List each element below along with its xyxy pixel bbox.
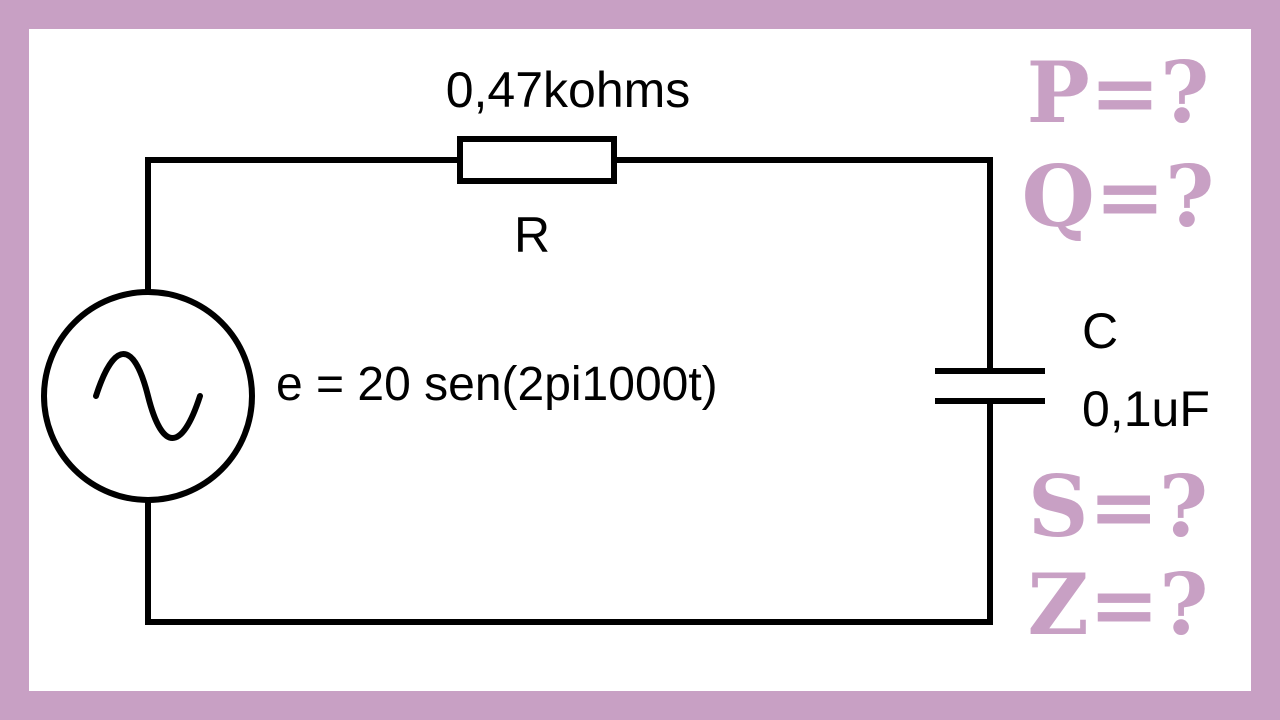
question-apparent-s: S=? — [1028, 457, 1208, 556]
ac-source-icon — [41, 289, 255, 503]
sine-wave-icon — [93, 351, 203, 441]
resistor-icon — [457, 136, 617, 184]
resistor-value-label: 0,47kohms — [446, 62, 691, 118]
question-reactive-q: Q=? — [1022, 147, 1215, 246]
diagram-panel — [29, 29, 1251, 691]
question-impedance-z: Z=? — [1028, 555, 1209, 654]
resistor-name-label: R — [514, 207, 550, 263]
question-power-p: P=? — [1027, 43, 1210, 142]
capacitor-icon — [935, 368, 1045, 404]
capacitor-value-label: 0,1uF — [1082, 381, 1210, 437]
capacitor-name-label: C — [1082, 303, 1118, 359]
source-equation-label: e = 20 sen(2pi1000t) — [276, 358, 718, 411]
